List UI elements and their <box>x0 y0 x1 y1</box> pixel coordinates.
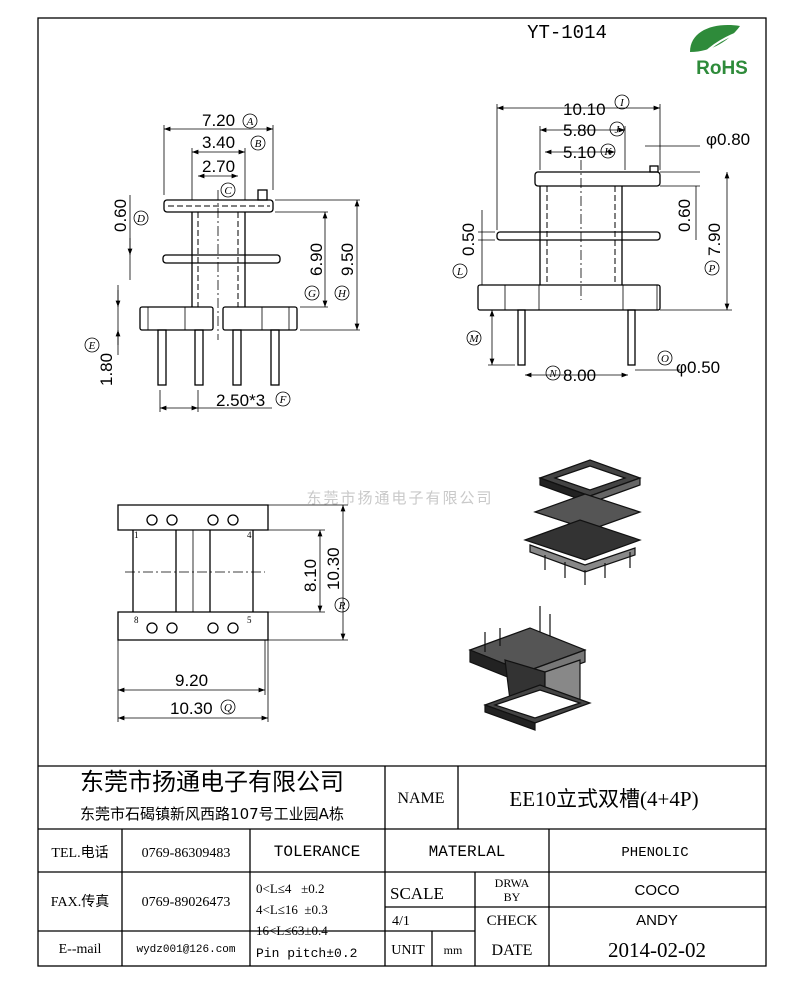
side-view: φ0.80 10.10 5.80 5.10 0.60 0.50 7.90 8.0… <box>452 94 750 385</box>
scale-label: SCALE <box>390 884 444 903</box>
marker-c: C <box>224 185 232 197</box>
dim-q: 10.30 <box>170 699 213 718</box>
marker-n: N <box>548 368 557 380</box>
dim-n: 8.00 <box>563 366 596 385</box>
email-value: wydz001@126.com <box>136 944 235 956</box>
bottom-view: 1 4 8 5 9.20 10.30 8.10 10.30 Q R <box>117 504 350 722</box>
tel-value: 0769-86309483 <box>142 846 231 861</box>
part-number: YT-1014 <box>527 22 607 44</box>
sheet-border <box>37 17 767 967</box>
pin-number-5: 5 <box>247 615 252 625</box>
fax-value: 0769-89026473 <box>142 895 231 910</box>
tolerance-row-3: 16<L≤63±0.4 <box>256 923 328 938</box>
drawn-by-label-2: BY <box>504 890 521 904</box>
marker-m: M <box>468 333 479 345</box>
material-label: MATERLAL <box>429 843 506 861</box>
marker-e: E <box>88 340 96 352</box>
dim-b: 3.40 <box>202 133 235 152</box>
email-label: E--mail <box>59 942 102 957</box>
marker-g: G <box>308 288 316 300</box>
rohs-text: RoHS <box>696 58 748 79</box>
dim-g: 6.90 <box>307 243 326 276</box>
check-label: CHECK <box>487 913 538 929</box>
dim-l: 0.50 <box>459 223 478 256</box>
dim-k: 5.10 <box>563 143 596 162</box>
drawn-by-value: COCO <box>635 882 680 899</box>
marker-f: F <box>279 394 287 406</box>
part-name: EE10立式双槽(4+4P) <box>509 787 698 811</box>
tolerance-row-1: 0<L≤4 ±0.2 <box>256 881 325 896</box>
unit-label: UNIT <box>391 943 425 958</box>
material-value: PHENOLIC <box>621 845 688 861</box>
dim-p: 7.90 <box>705 223 724 256</box>
dim-j: 5.80 <box>563 121 596 140</box>
pin-number-8: 8 <box>134 615 139 625</box>
marker-q: Q <box>224 702 232 714</box>
marker-j: J <box>615 124 621 136</box>
isometric-exploded-view <box>523 459 642 585</box>
marker-h: H <box>337 288 347 300</box>
marker-l: L <box>456 266 463 278</box>
front-view: 7.20 3.40 2.70 0.60 1.80 2.50*3 6.90 9.5… <box>84 111 360 412</box>
marker-circles-front: A B C D E F G H <box>84 113 350 407</box>
dim-e: 1.80 <box>97 353 116 386</box>
tolerance-row-4: Pin pitch±0.2 <box>256 946 357 961</box>
dim-d: 0.60 <box>111 199 130 232</box>
marker-i: I <box>619 97 625 109</box>
dim-9-20: 9.20 <box>175 671 208 690</box>
pin-number-4: 4 <box>247 530 252 540</box>
marker-b: B <box>255 138 262 150</box>
marker-circles-side: I J K L M N O P <box>452 94 720 381</box>
fax-label: FAX.传真 <box>51 894 109 910</box>
tolerance-row-2: 4<L≤16 ±0.3 <box>256 902 328 917</box>
company-name: 东莞市扬通电子有限公司 <box>80 768 344 796</box>
name-label: NAME <box>397 790 444 807</box>
scale-value: 4/1 <box>392 914 410 929</box>
dim-i: 10.10 <box>563 100 606 119</box>
dim-a: 7.20 <box>202 111 235 130</box>
marker-r: R <box>338 600 346 612</box>
marker-k: K <box>603 146 612 158</box>
tel-label: TEL.电话 <box>51 845 108 861</box>
dim-o: φ0.50 <box>676 358 720 377</box>
dim-h: 9.50 <box>338 243 357 276</box>
marker-o: O <box>661 353 669 365</box>
isometric-assembled-view <box>468 606 592 731</box>
date-label: DATE <box>492 942 533 959</box>
dim-c: 2.70 <box>202 157 235 176</box>
dim-pin-top: φ0.80 <box>706 130 750 149</box>
marker-p: P <box>708 263 716 275</box>
dim-8-10: 8.10 <box>301 559 320 592</box>
title-block: 东莞市扬通电子有限公司 东莞市石碣镇新风西路107号工业园A栋 NAME EE1… <box>38 765 766 966</box>
dim-f: 2.50*3 <box>216 391 265 410</box>
dim-0-60: 0.60 <box>675 199 694 232</box>
tolerance-label: TOLERANCE <box>274 843 360 861</box>
watermark: 东莞市扬通电子有限公司 <box>306 489 493 507</box>
dim-r: 10.30 <box>324 547 343 590</box>
check-value: ANDY <box>636 912 678 929</box>
rohs-logo: RoHS <box>690 25 748 79</box>
company-address: 东莞市石碣镇新风西路107号工业园A栋 <box>80 805 344 823</box>
unit-value: mm <box>444 943 463 957</box>
date-value: 2014-02-02 <box>608 938 706 962</box>
drawn-by-label-1: DRWA <box>495 876 530 890</box>
pin-number-1: 1 <box>134 530 139 540</box>
marker-a: A <box>246 116 254 128</box>
marker-d: D <box>136 213 145 225</box>
